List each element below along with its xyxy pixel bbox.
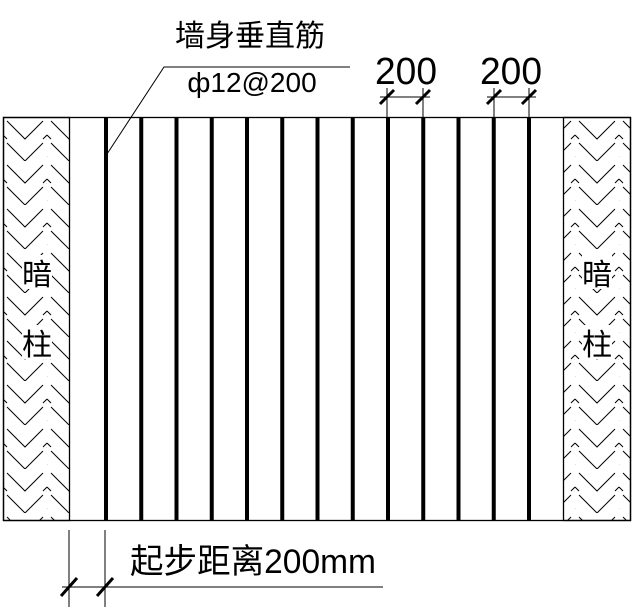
right-column-label-1: 暗 xyxy=(582,258,612,293)
rebar-leader: 墙身垂直筋 ф12@200 xyxy=(106,20,350,155)
start-distance-dimension: 起步距离200mm xyxy=(59,530,383,607)
right-column-label-2: 柱 xyxy=(582,328,612,363)
left-hidden-column: 暗 柱 xyxy=(2,116,71,522)
spacing-dimension-a: 200 xyxy=(375,51,437,117)
start-distance-label: 起步距离200mm xyxy=(130,543,376,581)
vertical-rebars xyxy=(104,118,531,520)
spacing-label-b: 200 xyxy=(480,51,542,93)
left-column-label-2: 柱 xyxy=(22,328,52,363)
spacing-dimension-b: 200 xyxy=(480,51,542,117)
right-hidden-column: 暗 柱 xyxy=(562,116,632,522)
spacing-label-a: 200 xyxy=(375,51,437,93)
left-column-label-1: 暗 xyxy=(22,258,52,293)
leader-spec: ф12@200 xyxy=(187,67,316,98)
leader-title: 墙身垂直筋 xyxy=(175,20,325,53)
